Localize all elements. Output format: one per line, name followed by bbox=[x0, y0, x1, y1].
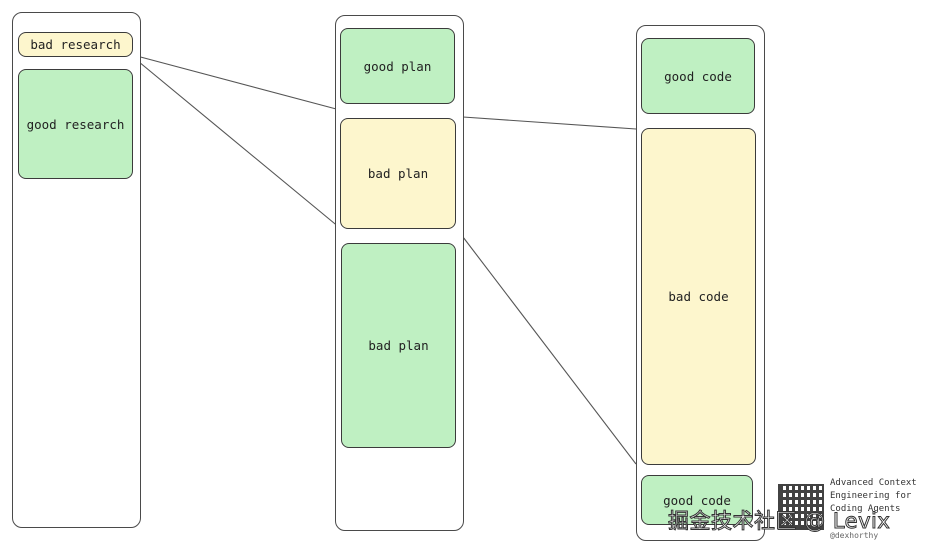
bad-code-box: bad code bbox=[641, 128, 756, 465]
connector-plan-to-code-bottom bbox=[462, 236, 637, 465]
connector-plan-to-code-top bbox=[462, 116, 637, 130]
box-label: good code bbox=[663, 492, 731, 508]
good-code-box-bottom: good code bbox=[641, 475, 753, 525]
box-label: good plan bbox=[363, 58, 432, 74]
good-research-box: good research bbox=[18, 69, 133, 179]
footer-title-line-1: Advanced Context bbox=[830, 478, 917, 488]
good-plan-box: good plan bbox=[340, 28, 455, 104]
bad-plan-green-box: bad plan bbox=[341, 243, 456, 448]
bad-research-box: bad research bbox=[18, 32, 133, 57]
box-label: bad code bbox=[668, 289, 729, 304]
box-label: bad plan bbox=[368, 338, 429, 353]
box-label: good code bbox=[664, 68, 732, 84]
connector-research-to-plan-bottom bbox=[132, 56, 341, 229]
good-code-box-top: good code bbox=[641, 38, 755, 114]
watermark-text: 掘金技术社区 @ Levix bbox=[667, 509, 891, 534]
qr-code-icon bbox=[778, 484, 824, 530]
box-label: good research bbox=[26, 116, 125, 132]
bad-plan-box: bad plan bbox=[340, 118, 456, 229]
footer-handle: @dexhorthy bbox=[830, 531, 879, 540]
box-label: bad plan bbox=[367, 166, 429, 181]
footer-title-line-3: Coding Agents bbox=[830, 504, 901, 514]
connector-research-to-plan-top bbox=[132, 54, 341, 111]
footer-title-line-2: Engineering for bbox=[830, 491, 912, 501]
box-label: bad research bbox=[30, 37, 121, 52]
